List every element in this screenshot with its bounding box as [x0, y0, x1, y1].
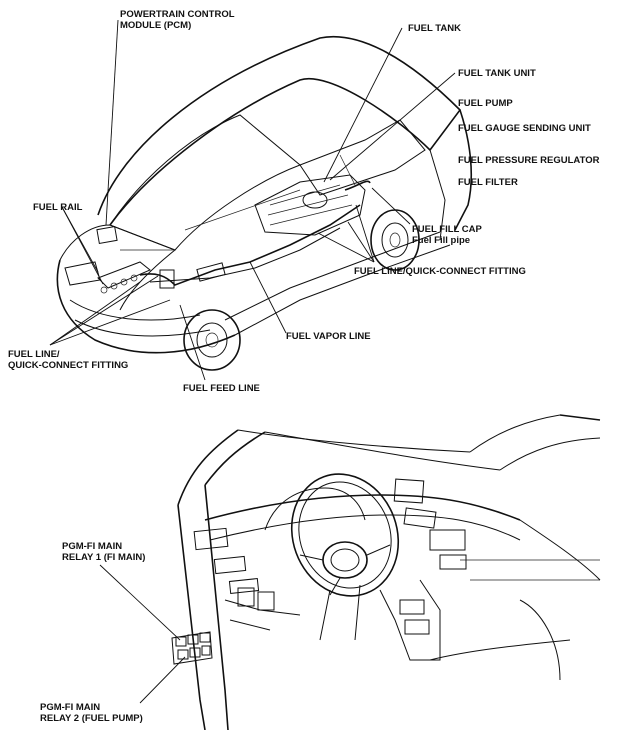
- top-leader-lines: [49, 19, 456, 381]
- label-fuel-gauge-sending-unit: FUEL GAUGE SENDING UNIT: [458, 123, 591, 134]
- bottom-leader-lines: [99, 564, 186, 704]
- label-fuel-pressure-regulator: FUEL PRESSURE REGULATOR: [458, 155, 600, 166]
- relay-box: [171, 631, 213, 665]
- label-fuel-fill-cap: FUEL FILL CAP: [412, 224, 483, 235]
- bottom-labels: PGM-FI MAIN RELAY 1 (FI MAIN) PGM-FI MAI…: [40, 541, 145, 724]
- label-pcm-line2: MODULE (PCM): [120, 20, 191, 31]
- label-relay2-line1: PGM-FI MAIN: [40, 702, 100, 713]
- label-fuel-feed-line: FUEL FEED LINE: [183, 383, 260, 394]
- label-relay1-line1: PGM-FI MAIN: [62, 541, 122, 552]
- label-fuel-line-left-line1: FUEL LINE/: [8, 349, 60, 360]
- label-pcm-line1: POWERTRAIN CONTROL: [120, 9, 235, 20]
- label-fuel-line-left-line2: QUICK-CONNECT FITTING: [8, 360, 128, 371]
- label-fuel-fill-pipe: Fuel Fill pipe: [412, 235, 470, 246]
- label-fuel-line-qc-right: FUEL LINE/QUICK-CONNECT FITTING: [354, 266, 526, 277]
- label-fuel-rail: FUEL RAIL: [33, 202, 83, 213]
- label-fuel-filter: FUEL FILTER: [458, 177, 518, 188]
- label-relay2-line2: RELAY 2 (FUEL PUMP): [40, 713, 143, 724]
- label-fuel-vapor-line: FUEL VAPOR LINE: [286, 331, 371, 342]
- label-fuel-tank: FUEL TANK: [408, 23, 461, 34]
- label-relay1-line2: RELAY 1 (FI MAIN): [62, 552, 145, 563]
- label-fuel-tank-unit: FUEL TANK UNIT: [458, 68, 536, 79]
- top-labels: POWERTRAIN CONTROL MODULE (PCM) FUEL TAN…: [8, 9, 600, 394]
- label-fuel-pump: FUEL PUMP: [458, 98, 513, 109]
- van-illustration: [56, 36, 473, 371]
- dashboard-illustration: [171, 414, 601, 731]
